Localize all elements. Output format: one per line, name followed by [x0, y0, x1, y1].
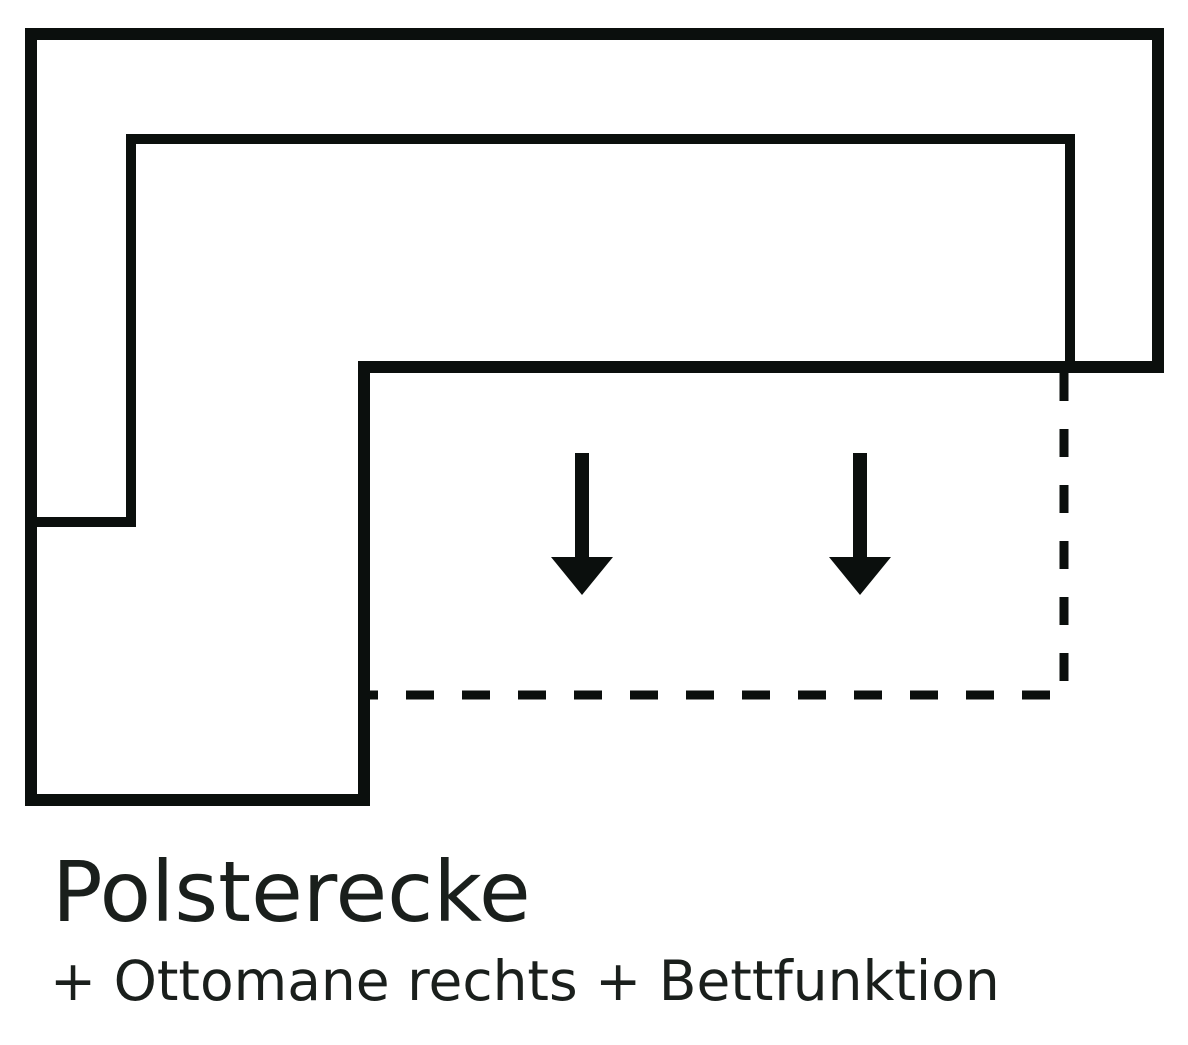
arrow-down-icon [829, 453, 891, 595]
product-subtitle: + Ottomane rechts + Bettfunktion [50, 949, 1000, 1013]
sofa-seat-outline [31, 134, 1075, 527]
arrow-down-icon [551, 453, 613, 595]
sofa-layout-diagram [25, 28, 1164, 806]
product-title: Polsterecke [52, 843, 531, 941]
sofa-outer-outline [25, 28, 1164, 806]
bed-extension-outline [364, 373, 1069, 700]
